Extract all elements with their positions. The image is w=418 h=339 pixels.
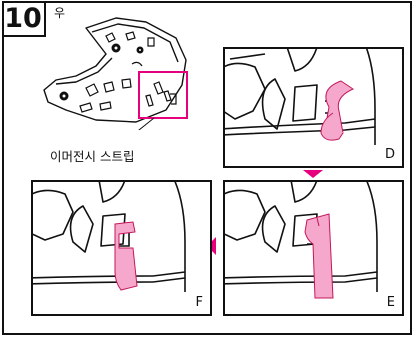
panel-f-letter: F <box>196 295 203 310</box>
panel-d-letter: D <box>385 147 395 162</box>
panel-e-letter: E <box>387 295 395 310</box>
down-arrow-icon <box>303 170 323 179</box>
panel-f-illustration <box>33 182 212 316</box>
panel-d: D <box>223 47 404 168</box>
panel-e: E <box>223 180 404 316</box>
panel-d-illustration <box>225 49 404 168</box>
emergency-strap-caption: 이머전시 스트립 <box>50 146 134 165</box>
panel-e-illustration <box>225 182 404 316</box>
panel-f: F <box>31 180 212 316</box>
cheek-pad-illustration <box>36 10 196 130</box>
